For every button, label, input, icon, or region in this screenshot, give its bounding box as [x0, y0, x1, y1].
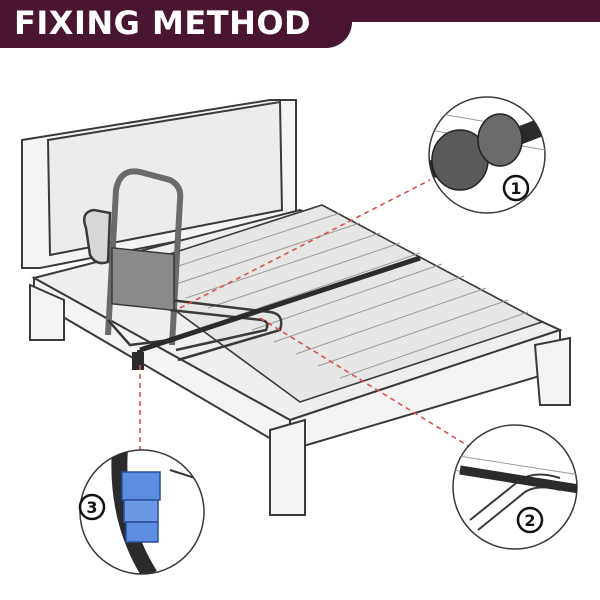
storage-pocket	[111, 246, 175, 312]
callout-1-number: 1	[510, 179, 521, 198]
callout-1-badge	[502, 174, 530, 202]
callout-2-badge	[516, 506, 544, 534]
callout-3-number: 3	[86, 498, 97, 517]
mattress	[118, 204, 545, 403]
bed-rail	[83, 168, 283, 362]
callout-3-zoom: 3	[78, 449, 205, 575]
callout-2-zoom: 2	[452, 424, 578, 550]
callout-1-zoom: 1	[428, 96, 546, 214]
callout-3-badge	[78, 493, 106, 521]
header-strip	[330, 0, 600, 22]
header-banner	[0, 0, 352, 48]
page-title: FIXING METHOD	[14, 4, 312, 42]
callout-leaders	[139, 179, 471, 452]
callout-2-number: 2	[524, 511, 535, 530]
